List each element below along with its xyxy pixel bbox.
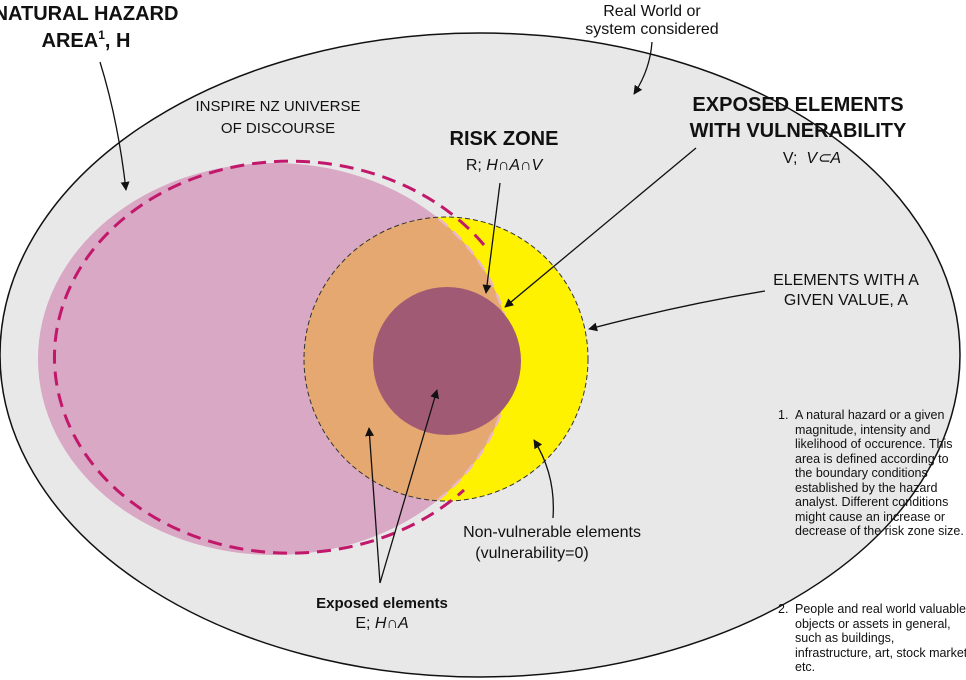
inspire-label-line2: OF DISCOURSE bbox=[221, 120, 335, 137]
hazard-label-line2: AREA1, H bbox=[42, 28, 131, 52]
nonvuln-label: Non-vulnerable elements bbox=[463, 524, 641, 541]
value-circle-border bbox=[303, 216, 589, 502]
real-world-arrow bbox=[633, 41, 653, 95]
risk-zone-circle bbox=[373, 287, 521, 435]
value-label-line2: GIVEN VALUE, A bbox=[784, 292, 909, 309]
footnote-2-text: People and real world valuable objects o… bbox=[795, 602, 966, 674]
exposed-arrow-right bbox=[379, 389, 440, 584]
footnote-1-text: A natural hazard or a given magnitude, i… bbox=[795, 408, 964, 538]
hazard-label: NATURAL HAZARD bbox=[0, 3, 178, 25]
nonvuln-arrow bbox=[533, 439, 554, 519]
nonvuln-label-line2: (vulnerability=0) bbox=[475, 545, 588, 562]
footnote-2: 2. People and real world valuable object… bbox=[778, 602, 966, 675]
exposed-vulnerability-label: EXPOSED ELEMENTS bbox=[692, 94, 903, 116]
risk-zone-title: RISK ZONE bbox=[450, 128, 559, 150]
exposed-vulnerability-formula: V; V⊂A bbox=[783, 150, 841, 167]
real-world-label-line2: system considered bbox=[585, 21, 718, 38]
real-world-label: Real World or bbox=[603, 3, 701, 20]
exposed-vulnerability-label-line2: WITH VULNERABILITY bbox=[690, 120, 907, 142]
footnote-2-number: 2. bbox=[778, 602, 789, 616]
exposed-vulnerability-arrow bbox=[504, 147, 697, 308]
inspire-label: INSPIRE NZ UNIVERSE bbox=[195, 98, 360, 115]
exposed-elements-formula: E; H∩A bbox=[355, 615, 408, 632]
footnote-1-number: 1. bbox=[778, 408, 789, 422]
hazard-arrow bbox=[99, 61, 130, 191]
value-arrow bbox=[588, 290, 766, 332]
value-label: ELEMENTS WITH A bbox=[773, 272, 919, 289]
footnote-marker-1: 1 bbox=[98, 28, 105, 42]
exposed-arrow-left bbox=[365, 427, 381, 584]
risk-zone-arrow bbox=[482, 182, 501, 294]
footnote-1: 1. A natural hazard or a given magnitude… bbox=[778, 408, 966, 539]
exposed-elements-title: Exposed elements bbox=[316, 595, 448, 612]
risk-zone-formula: R; H∩A∩V bbox=[466, 157, 544, 174]
hazard-border bbox=[52, 159, 486, 555]
